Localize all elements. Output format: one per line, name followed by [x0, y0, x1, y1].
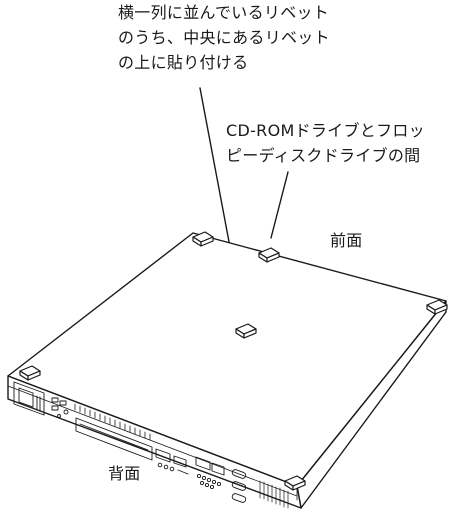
- rubber-foot: [192, 231, 214, 247]
- power-supply-block: [13, 381, 45, 416]
- chassis-body: [7, 232, 447, 509]
- port-group: [195, 456, 225, 490]
- front-side-label: 前面: [330, 231, 363, 250]
- rear-side-label: 背面: [108, 464, 141, 483]
- rubber-foot: [284, 475, 306, 491]
- callout-line: のうち、中央にあるリベット: [118, 28, 330, 47]
- callout-line: の上に貼り付ける: [118, 53, 249, 72]
- rear-io-ports: [155, 448, 189, 475]
- callout-line: CD-ROMドライブとフロッ: [226, 121, 425, 140]
- chassis-top-surface: [7, 232, 447, 487]
- between-drives-callout: CD-ROMドライブとフロッ ピーディスクドライブの間: [226, 118, 425, 168]
- rear-panel-details: [13, 381, 289, 509]
- rubber-feet: [19, 231, 448, 491]
- leader-line-between-drives: [270, 171, 289, 239]
- center-rivet-target: [235, 323, 257, 339]
- vent-slot-row: [74, 403, 151, 441]
- center-rivet-callout: 横一列に並んでいるリベット のうち、中央にあるリベット の上に貼り付ける: [118, 0, 330, 75]
- expansion-slot: [75, 417, 153, 461]
- rear-connectors-left: [51, 397, 69, 418]
- rubber-foot: [258, 247, 280, 263]
- oval-ports: [231, 469, 247, 503]
- callout-line: ピーディスクドライブの間: [226, 146, 421, 165]
- rubber-foot: [426, 299, 448, 315]
- fan-grille: [259, 480, 289, 509]
- callout-line: 横一列に並んでいるリベット: [118, 3, 330, 22]
- rubber-foot: [19, 365, 41, 381]
